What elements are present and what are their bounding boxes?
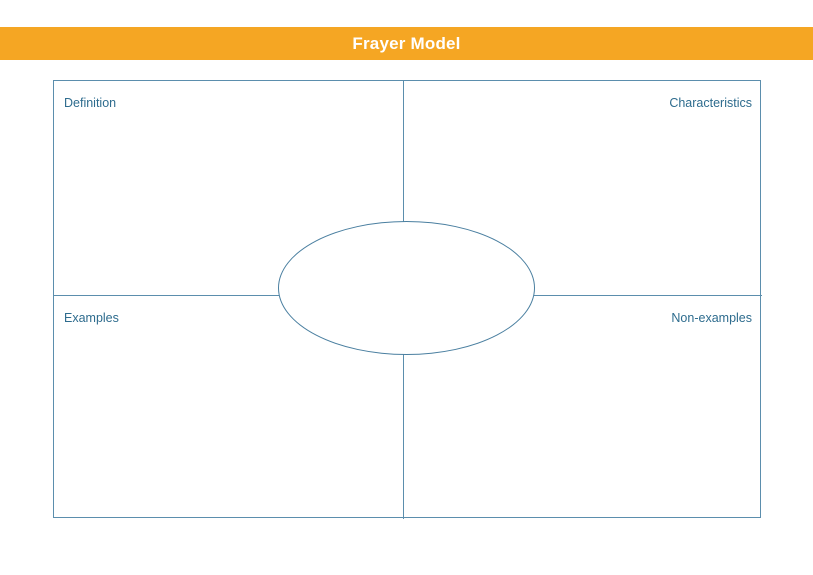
quadrant-label-definition: Definition <box>64 96 117 110</box>
page-title: Frayer Model <box>352 34 461 53</box>
title-banner: Frayer Model <box>0 27 813 60</box>
center-concept-ellipse[interactable] <box>278 221 535 355</box>
frayer-model-diagram: Definition Characteristics Examples Non-… <box>53 80 762 519</box>
quadrant-examples[interactable]: Examples <box>54 296 403 519</box>
quadrant-nonexamples[interactable]: Non-examples <box>404 296 762 519</box>
quadrant-label-nonexamples: Non-examples <box>671 311 752 325</box>
quadrant-label-characteristics: Characteristics <box>669 96 752 110</box>
quadrant-definition[interactable]: Definition <box>54 81 403 295</box>
quadrant-label-examples: Examples <box>64 311 119 325</box>
quadrant-characteristics[interactable]: Characteristics <box>404 81 762 295</box>
